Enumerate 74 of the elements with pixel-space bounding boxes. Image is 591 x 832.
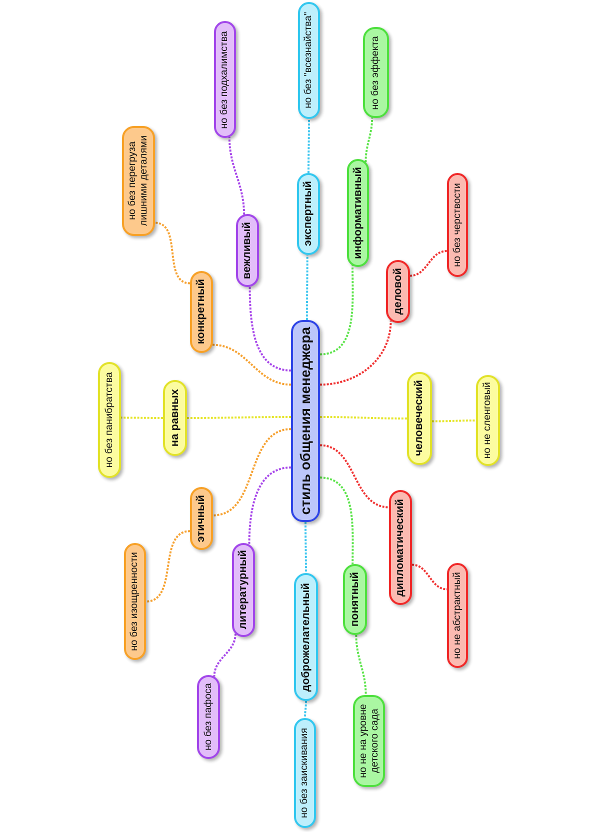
note-label: но без панибратства xyxy=(104,372,116,468)
dotted-connector xyxy=(364,118,374,162)
dotted-connector xyxy=(304,700,307,718)
note-label: но не на уровне детского сада xyxy=(358,703,380,780)
dotted-connector xyxy=(320,320,392,386)
sub-branch-node xyxy=(122,126,155,236)
topic-node xyxy=(291,320,320,522)
dotted-connector xyxy=(248,466,292,545)
branch-label: дипломатический xyxy=(394,498,407,596)
sub-branch-node xyxy=(214,21,236,138)
branch-node xyxy=(190,271,213,353)
note-label: но без перегруза лишними деталями xyxy=(127,134,150,228)
branch-node xyxy=(407,372,432,465)
topic-label: стиль общения менеджера xyxy=(297,327,314,515)
note-label: но без эффекта xyxy=(370,36,382,110)
dotted-connector xyxy=(320,444,390,508)
branch-label: информативный xyxy=(352,166,364,259)
dotted-connector xyxy=(412,564,448,590)
branch-label: понятный xyxy=(348,572,362,627)
dotted-connector xyxy=(306,254,308,320)
branch-node xyxy=(190,487,213,550)
sub-branch-node xyxy=(353,695,385,787)
branch-node xyxy=(389,490,412,605)
note-label: но без черствости xyxy=(452,182,464,268)
note-label: но без заискивания xyxy=(299,728,311,818)
note-label: но без пафоса xyxy=(202,683,214,751)
branch-label: человеческий xyxy=(413,380,426,457)
dotted-connector xyxy=(304,522,307,573)
dotted-connector xyxy=(187,416,291,419)
dotted-connector xyxy=(146,530,190,602)
branch-label: на равных xyxy=(168,389,182,447)
dotted-connector xyxy=(308,119,310,173)
branch-node xyxy=(163,380,187,456)
branch-label: конкретный xyxy=(195,279,208,345)
dotted-connector xyxy=(248,286,292,372)
sub-branch-node xyxy=(98,362,121,478)
dotted-connector xyxy=(228,137,246,215)
dotted-connector xyxy=(355,634,367,696)
note-label: но без изощренности xyxy=(129,552,141,651)
sub-branch-node xyxy=(298,2,320,119)
branch-node xyxy=(297,173,320,255)
branch-node xyxy=(294,573,318,701)
branch-node xyxy=(343,564,367,635)
branch-label: этичный xyxy=(195,494,208,542)
sub-branch-node xyxy=(363,27,389,118)
dotted-connector xyxy=(154,222,190,284)
branch-label: вежливый xyxy=(241,222,254,280)
dotted-connector xyxy=(121,416,163,419)
sub-branch-node xyxy=(124,543,146,660)
dotted-connector xyxy=(410,250,448,277)
sub-branch-node xyxy=(447,173,468,277)
branch-node xyxy=(236,214,259,287)
sub-branch-node xyxy=(294,718,316,828)
dotted-connector xyxy=(212,428,292,516)
dotted-connector xyxy=(212,344,292,386)
branch-node xyxy=(347,159,369,267)
note-label: но без подхалимства xyxy=(219,30,231,128)
sub-branch-node xyxy=(447,563,468,668)
branch-label: литературный xyxy=(237,550,250,630)
branch-node xyxy=(232,543,255,637)
sub-branch-node xyxy=(197,675,220,759)
note-label: но без "всезнайства" xyxy=(303,12,315,109)
branch-label: деловой xyxy=(392,268,404,315)
dotted-connector xyxy=(320,476,354,564)
branch-label: экспертный xyxy=(302,181,315,247)
note-label: но не абстрактный xyxy=(452,572,464,659)
dotted-connector xyxy=(320,416,407,420)
dotted-connector xyxy=(432,420,476,422)
branch-node xyxy=(386,260,410,323)
dotted-connector xyxy=(213,634,236,677)
branch-label: доброжелательный xyxy=(300,582,312,692)
dotted-connector xyxy=(320,266,354,356)
note-label: но не сленговый xyxy=(482,382,494,459)
sub-branch-node xyxy=(476,375,500,466)
